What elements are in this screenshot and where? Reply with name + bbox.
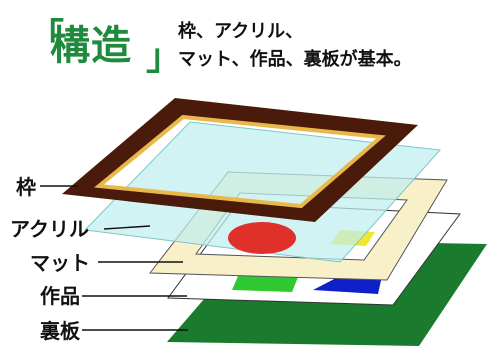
- label-frame: 枠: [16, 175, 36, 199]
- description-line-1: 枠、アクリル、: [178, 21, 304, 42]
- description-line-2: マット、作品、裏板が基本。: [178, 49, 412, 70]
- artwork-red-shape: [228, 222, 296, 254]
- title-close-bracket: 」: [146, 37, 183, 78]
- frame-gold-inner-edge: [94, 114, 386, 209]
- label-mat: マット: [30, 251, 90, 275]
- artwork-green-shape: [232, 276, 298, 292]
- label-backboard: 裏板: [40, 319, 80, 343]
- title-block: 「 構造 」: [28, 16, 182, 80]
- label-acrylic: アクリル: [10, 217, 89, 241]
- label-artwork: 作品: [40, 284, 80, 308]
- description: 枠、アクリル、 マット、作品、裏板が基本。: [178, 18, 412, 74]
- title-open-bracket: 「: [28, 17, 65, 58]
- acrylic-leader-line: [103, 225, 151, 230]
- frame-layer: [62, 98, 418, 222]
- page-title: 構造: [50, 23, 132, 69]
